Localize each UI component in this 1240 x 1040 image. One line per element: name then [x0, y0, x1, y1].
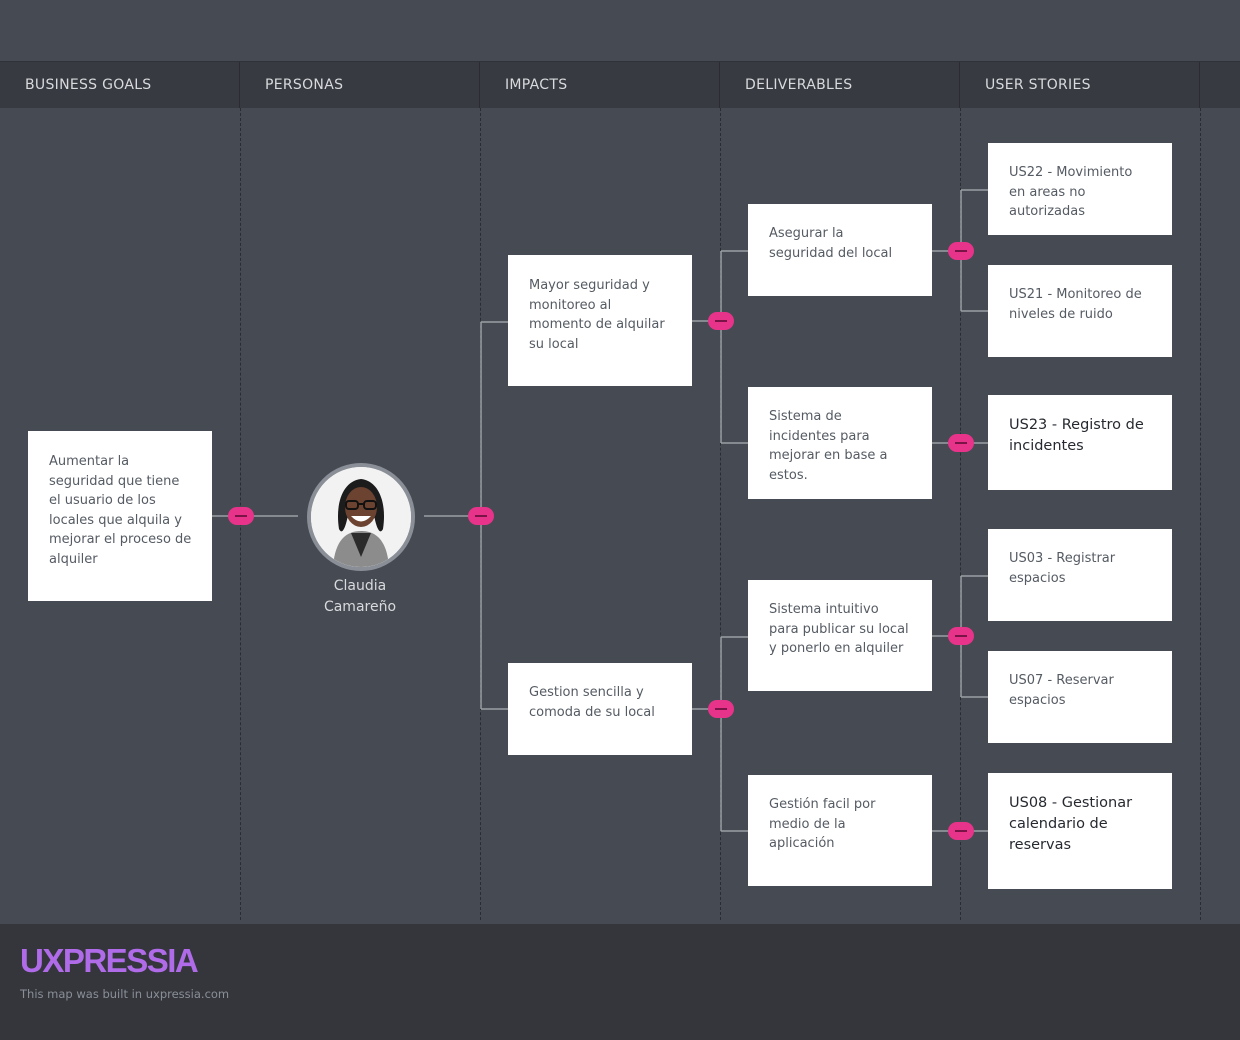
deliverable-card[interactable]: Sistema de incidentes para mejorar en ba… — [748, 387, 932, 499]
deliverable-card[interactable]: Asegurar la seguridad del local — [748, 204, 932, 296]
column-divider — [960, 108, 961, 920]
column-header-user-stories[interactable]: USER STORIES — [960, 62, 1200, 108]
user-story-card[interactable]: US22 - Movimiento en areas no autorizada… — [988, 143, 1172, 235]
footer: UXPRESSIA This map was built in uxpressi… — [0, 924, 1240, 1040]
column-header-personas[interactable]: PERSONAS — [240, 62, 480, 108]
column-header-deliverables[interactable]: DELIVERABLES — [720, 62, 960, 108]
column-header-business-goals[interactable]: BUSINESS GOALS — [0, 62, 240, 108]
collapse-toggle-icon[interactable] — [948, 242, 974, 260]
footer-note: This map was built in uxpressia.com — [20, 987, 230, 1001]
user-story-card[interactable]: US23 - Registro de incidentes — [988, 395, 1172, 490]
user-story-card[interactable]: US07 - Reservar espacios — [988, 651, 1172, 743]
persona-photo-icon — [311, 467, 411, 567]
collapse-toggle-icon[interactable] — [948, 627, 974, 645]
deliverable-card[interactable]: Gestión facil por medio de la aplicación — [748, 775, 932, 886]
column-divider — [720, 108, 721, 920]
collapse-toggle-icon[interactable] — [948, 822, 974, 840]
user-story-card[interactable]: US21 - Monitoreo de niveles de ruido — [988, 265, 1172, 357]
column-divider — [1200, 108, 1201, 920]
business-goal-card[interactable]: Aumentar la seguridad que tiene el usuar… — [28, 431, 212, 601]
column-header-impacts[interactable]: IMPACTS — [480, 62, 720, 108]
impact-card[interactable]: Mayor seguridad y monitoreo al momento d… — [508, 255, 692, 386]
deliverable-card[interactable]: Sistema intuitivo para publicar su local… — [748, 580, 932, 691]
uxpressia-logo[interactable]: UXPRESSIA — [20, 942, 199, 979]
collapse-toggle-icon[interactable] — [708, 700, 734, 718]
collapse-toggle-icon[interactable] — [708, 312, 734, 330]
impact-card[interactable]: Gestion sencilla y comoda de su local — [508, 663, 692, 755]
user-story-card[interactable]: US03 - Registrar espacios — [988, 529, 1172, 621]
persona-avatar[interactable] — [307, 463, 415, 571]
column-header-row: BUSINESS GOALS PERSONAS IMPACTS DELIVERA… — [0, 62, 1240, 108]
collapse-toggle-icon[interactable] — [468, 507, 494, 525]
persona-name: Claudia Camareño — [323, 578, 397, 615]
collapse-toggle-icon[interactable] — [948, 434, 974, 452]
collapse-toggle-icon[interactable] — [228, 507, 254, 525]
top-bar — [0, 0, 1240, 62]
user-story-card[interactable]: US08 - Gestionar calendario de reservas — [988, 773, 1172, 889]
